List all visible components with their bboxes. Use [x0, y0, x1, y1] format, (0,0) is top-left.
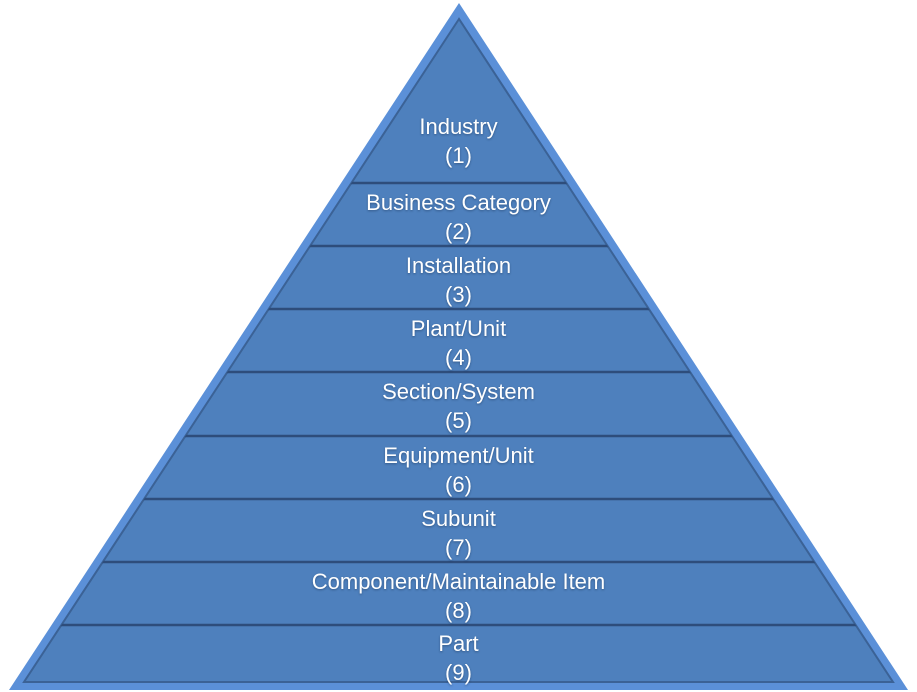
pyramid-inner-fill: [22, 17, 895, 683]
